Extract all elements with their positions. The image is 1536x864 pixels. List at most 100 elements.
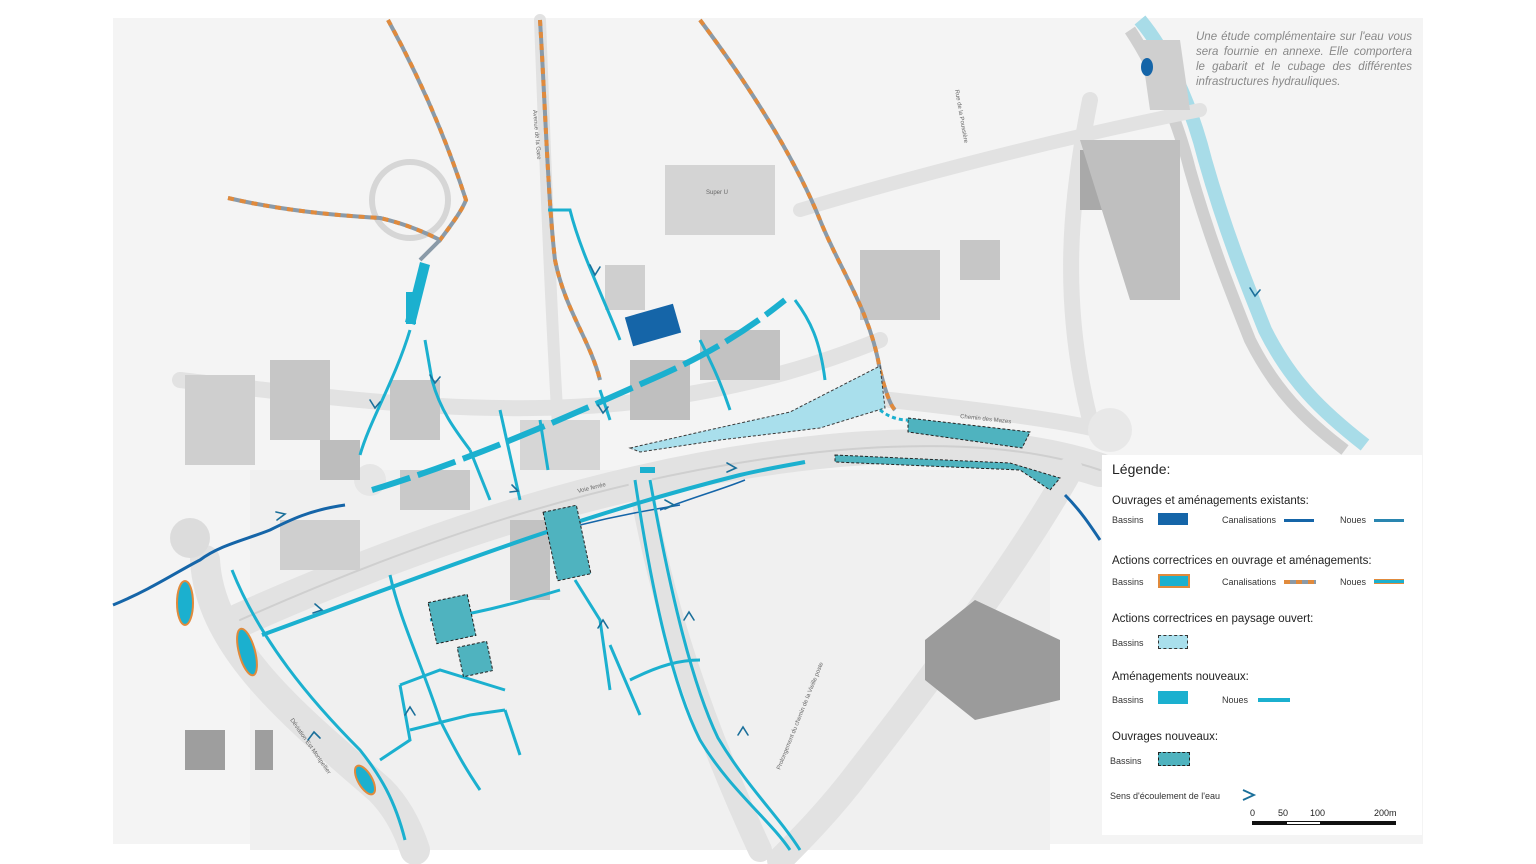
building bbox=[270, 360, 330, 440]
new-work-basin bbox=[907, 417, 1031, 449]
corrective-pipe bbox=[698, 18, 897, 412]
legend-item-label: Bassins bbox=[1112, 695, 1144, 705]
legend-flow-label: Sens d'écoulement de l'eau bbox=[1110, 791, 1221, 801]
chevron-right-icon bbox=[312, 603, 324, 614]
building bbox=[320, 440, 360, 480]
legend-item-label: Noues bbox=[1222, 695, 1249, 705]
chevron-right-icon bbox=[683, 610, 695, 621]
building bbox=[520, 420, 600, 470]
new-swale bbox=[261, 460, 806, 637]
scale-segment bbox=[1320, 821, 1396, 825]
wooded-area bbox=[1140, 40, 1190, 110]
road-upper bbox=[793, 103, 1207, 217]
chevron-right-icon bbox=[275, 511, 287, 521]
building bbox=[630, 360, 690, 420]
chevron-right-icon bbox=[429, 374, 441, 385]
new-work-basin bbox=[542, 504, 592, 582]
chevron-right-icon bbox=[1242, 789, 1257, 801]
chevron-right-icon bbox=[726, 462, 738, 473]
building bbox=[185, 375, 255, 465]
swatch-swale-corrective bbox=[1374, 579, 1404, 584]
new-swale bbox=[608, 644, 642, 716]
existing-pipe bbox=[1063, 493, 1102, 541]
new-swale bbox=[388, 574, 482, 791]
scale-tick: 100 bbox=[1310, 808, 1326, 818]
chevron-right-icon bbox=[307, 730, 321, 741]
roundabout-ring bbox=[369, 159, 451, 241]
new-work-basin bbox=[456, 640, 494, 678]
legend-section-new: Aménagements nouveaux: bbox=[1112, 671, 1249, 683]
new-swale bbox=[633, 479, 792, 851]
chevron-right-icon bbox=[1249, 287, 1261, 298]
corrective-pipe bbox=[227, 19, 469, 243]
legend-item-label: Bassins bbox=[1112, 577, 1144, 587]
chevron-right-icon bbox=[597, 404, 609, 415]
building bbox=[400, 470, 470, 510]
legend-item-label: Noues bbox=[1340, 515, 1367, 525]
swatch-swale-existing bbox=[1374, 519, 1404, 522]
road-east bbox=[767, 457, 1083, 864]
corrective-pipes bbox=[227, 18, 897, 412]
label-super-u: Super U bbox=[706, 190, 728, 196]
label-chemin-mazes: Chemin des Mazes bbox=[960, 414, 1012, 425]
new-swale bbox=[793, 299, 827, 381]
swatch-swale-new bbox=[1258, 698, 1290, 702]
new-swale bbox=[598, 389, 612, 421]
new-swale bbox=[548, 208, 622, 341]
building bbox=[255, 730, 273, 770]
wooded-area bbox=[1080, 140, 1180, 300]
annex-note: Une étude complémentaire sur l'eau vous … bbox=[1196, 31, 1412, 88]
legend-item-label: Canalisations bbox=[1222, 577, 1277, 587]
building bbox=[925, 600, 1060, 720]
corrective-pipe bbox=[538, 19, 602, 381]
corrective-basin bbox=[353, 764, 377, 796]
building bbox=[280, 520, 360, 570]
scale-tick: 0 bbox=[1250, 808, 1256, 818]
building bbox=[860, 250, 940, 320]
road-deviation bbox=[190, 545, 430, 864]
building bbox=[960, 240, 1000, 280]
roundabout-east bbox=[1088, 408, 1132, 452]
building bbox=[185, 730, 225, 770]
new-swale bbox=[573, 579, 612, 691]
swatch-pipe-corrective bbox=[1284, 580, 1316, 584]
existing-pipe bbox=[112, 503, 346, 607]
legend-section-corrective: Actions correctrices en ouvrage et aména… bbox=[1112, 555, 1372, 567]
scale-segment bbox=[1252, 821, 1286, 825]
landscape-basins bbox=[628, 365, 886, 453]
legend-section-existing: Ouvrages et aménagements existants: bbox=[1112, 495, 1309, 507]
new-swale bbox=[503, 709, 522, 756]
corrective-basins bbox=[176, 580, 377, 796]
railway-line bbox=[239, 445, 1101, 621]
flow-arrows bbox=[275, 264, 1261, 741]
legend-item-label: Bassins bbox=[1112, 638, 1144, 648]
new-swale bbox=[698, 339, 732, 411]
legend: Légende: Ouvrages et aménagements exista… bbox=[1102, 455, 1422, 835]
swatch-basin-new bbox=[1158, 691, 1188, 704]
chevron-right-icon bbox=[369, 399, 381, 410]
chevron-right-icon bbox=[597, 618, 609, 629]
new-swale bbox=[423, 339, 472, 451]
building bbox=[700, 330, 780, 380]
swatch-basin-landscape bbox=[1158, 635, 1188, 649]
existing-basin bbox=[1141, 58, 1153, 76]
building bbox=[390, 380, 440, 440]
new-swale bbox=[358, 329, 412, 456]
landscape-basin bbox=[628, 365, 886, 453]
new-work-basins bbox=[427, 417, 1061, 678]
existing-basin bbox=[624, 303, 682, 347]
new-work-basin bbox=[834, 454, 1061, 491]
corrective-basin bbox=[176, 580, 194, 626]
new-swale bbox=[538, 419, 550, 471]
chevron-right-icon bbox=[737, 725, 749, 736]
chevron-right-icon bbox=[404, 705, 416, 716]
swatch-basin-new-work bbox=[1158, 752, 1190, 766]
road-mazes bbox=[882, 392, 1108, 438]
new-swale bbox=[629, 658, 701, 682]
swatch-basin-existing bbox=[1158, 513, 1188, 525]
chevron-right-icon bbox=[589, 264, 601, 277]
new-swale bbox=[648, 479, 802, 851]
corrective-connector bbox=[879, 408, 909, 422]
new-work-basin bbox=[427, 593, 477, 645]
